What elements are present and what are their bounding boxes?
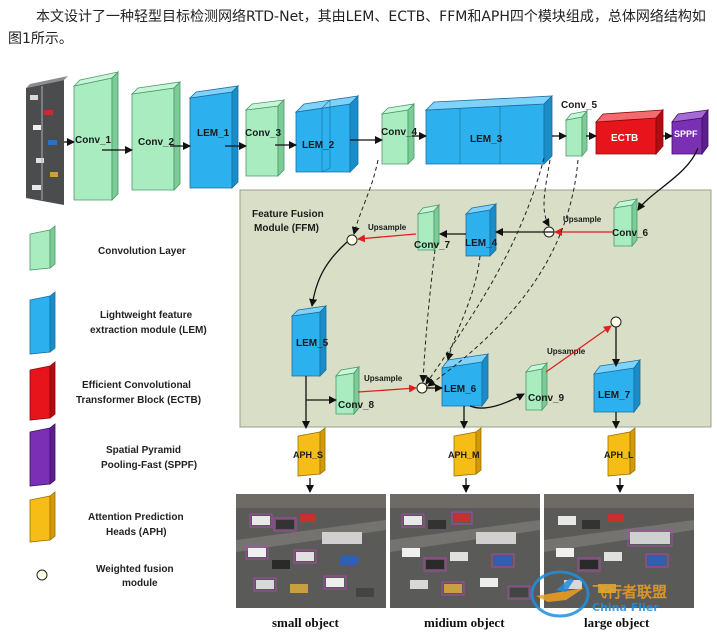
result-image-small [236, 494, 386, 608]
ectb-label: ECTB [611, 133, 638, 144]
result-image-large [544, 494, 694, 608]
ffm-flow-arrows [302, 147, 699, 493]
skip-connections [351, 157, 579, 387]
lem-1-label: LEM_1 [197, 128, 230, 139]
conv-7-block: Conv_7 [414, 203, 451, 252]
conv-6-block: Conv_6 [612, 197, 649, 248]
lem-2-label: LEM_2 [302, 140, 335, 151]
legend-conv-swatch [29, 225, 56, 271]
legend-sppf-text-1: Spatial Pyramid [106, 445, 181, 456]
conv-3-block: Conv_3 [244, 99, 286, 177]
conv-8-block: Conv_8 [335, 365, 375, 416]
lem-5-block: LEM_5 [290, 305, 329, 377]
upsample-label-3: Upsample [364, 374, 403, 383]
aph-m-label: APH_M [448, 450, 480, 460]
lem-6-label: LEM_6 [444, 384, 477, 395]
conv-5-block: Conv_5 [561, 100, 598, 158]
conv-2-label: Conv_2 [138, 137, 175, 148]
lem-5-label: LEM_5 [296, 338, 329, 349]
conv-7-label: Conv_7 [414, 240, 451, 251]
caption-small-object: small object [272, 615, 339, 630]
lem-4-label: LEM_4 [465, 238, 498, 249]
legend-weighted-fusion-circle [36, 569, 48, 581]
conv-5-label: Conv_5 [561, 100, 598, 111]
upsample-label-2: Upsample [368, 223, 407, 232]
intro-paragraph: 本文设计了一种轻型目标检测网络RTD-Net，其由LEM、ECTB、FFM和AP… [8, 9, 706, 47]
aph-l-label: APH_L [604, 450, 634, 460]
lem-3-block: LEM_3 [424, 95, 554, 165]
legend-ectb-text-1: Efficient Convolutional [82, 380, 191, 391]
legend-aph-swatch [29, 491, 56, 543]
aph-s-label: APH_S [293, 450, 323, 460]
ffm-title-line2: Module (FFM) [254, 223, 319, 234]
lem-2-block: LEM_2 [294, 95, 360, 173]
ectb-block: ECTB [595, 108, 664, 156]
conv-2-block: Conv_2 [130, 81, 182, 191]
conv-9-block: Conv_9 [524, 361, 565, 412]
conv-3-label: Conv_3 [245, 128, 282, 139]
watermark-cn: 飞行者联盟 [592, 583, 667, 601]
legend-wf-text-2: module [122, 578, 158, 589]
lem-4-block: LEM_4 [464, 203, 498, 257]
legend-sppf-swatch [29, 423, 56, 487]
aph-l-block: APH_L [604, 427, 636, 477]
upsample-label-1: Upsample [563, 215, 602, 224]
caption-medium-object: midium object [424, 615, 505, 630]
watermark-logo: 飞行者联盟 China Flier [530, 570, 667, 618]
legend-aph-text-2: Heads (APH) [106, 527, 167, 538]
lem-3-label: LEM_3 [470, 134, 503, 145]
upsample-label-4: Upsample [547, 347, 586, 356]
legend: Convolution Layer Lightweight feature ex… [29, 225, 207, 589]
legend-lem-text-2: extraction module (LEM) [90, 325, 207, 336]
watermark-en: China Flier [592, 601, 659, 614]
caption-large-object: large object [584, 615, 650, 630]
conv-1-block: Conv_1 [72, 71, 120, 201]
aph-s-block: APH_S [293, 427, 326, 477]
legend-conv-text: Convolution Layer [98, 246, 186, 257]
legend-ectb-text-2: Transformer Block (ECTB) [76, 395, 201, 406]
fusion-node-2 [346, 234, 358, 246]
legend-wf-text-1: Weighted fusion [96, 564, 174, 575]
conv-1-label: Conv_1 [75, 135, 112, 146]
top-row-arrows [64, 132, 673, 154]
conv-9-label: Conv_9 [528, 393, 565, 404]
fusion-node-4 [610, 316, 622, 328]
conv-4-label: Conv_4 [381, 127, 418, 138]
result-image-medium [390, 494, 540, 608]
conv-8-label: Conv_8 [338, 400, 375, 411]
legend-ectb-swatch [29, 361, 56, 421]
legend-lem-swatch [29, 291, 56, 355]
lem-6-block: LEM_6 [441, 352, 489, 408]
conv-6-label: Conv_6 [612, 228, 649, 239]
legend-sppf-text-2: Pooling-Fast (SPPF) [101, 460, 197, 471]
fusion-node-3 [416, 382, 428, 394]
conv-4-block: Conv_4 [380, 103, 418, 165]
ffm-title-line1: Feature Fusion [252, 209, 324, 220]
aph-m-block: APH_M [448, 427, 482, 477]
sppf-label: SPPF [674, 129, 698, 139]
lem-1-block: LEM_1 [188, 85, 240, 189]
sppf-block: SPPF [671, 108, 709, 156]
lem-7-block: LEM_7 [593, 358, 641, 414]
legend-lem-text-1: Lightweight feature [100, 310, 193, 321]
lem-7-label: LEM_7 [598, 390, 631, 401]
upsample-arrows [357, 228, 612, 393]
legend-aph-text-1: Attention Prediction [88, 512, 184, 523]
input-image [26, 76, 68, 205]
